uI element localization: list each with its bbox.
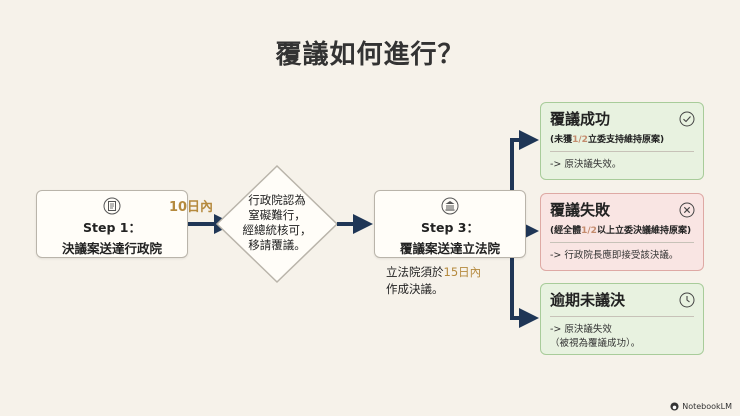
note-prefix: 立法院須於: [386, 265, 444, 279]
government-building-icon: [441, 197, 459, 215]
step3-label: Step 3：: [421, 220, 479, 235]
note-highlight: 15日內: [443, 265, 482, 279]
divider: [550, 151, 694, 152]
page-title: 覆議如何進行？: [275, 40, 465, 70]
outcome-title: 覆議成功: [550, 110, 611, 128]
outcome-subtitle: (未獲1/2立委支持維持原案): [550, 135, 665, 145]
step3-box: Step 3： 覆議案送達立法院: [374, 190, 526, 258]
outcome-body: -> 行政院長應即接受該決議。: [550, 250, 679, 261]
note-suffix: 作成決議。: [386, 282, 444, 296]
divider: [550, 242, 694, 243]
days-label: 10日內: [168, 200, 214, 215]
step1-box: Step 1： 決議案送達行政院: [36, 190, 188, 258]
step3-text: 覆議案送達立法院: [399, 241, 500, 256]
brand-logo: NotebookLM: [670, 402, 732, 411]
document-icon: [103, 197, 121, 215]
diamond-line: 窒礙難行，: [248, 208, 306, 222]
outcome-body: -> 原決議失效。: [550, 159, 622, 170]
x-circle-icon: [679, 202, 695, 218]
clock-icon: [679, 292, 695, 308]
step1-label: Step 1：: [83, 220, 141, 235]
outcome-card-success: 覆議成功 (未獲1/2立委支持維持原案) -> 原決議失效。: [540, 102, 704, 180]
diamond-line: 行政院認為: [248, 193, 306, 207]
check-circle-icon: [679, 111, 695, 127]
outcome-card-fail: 覆議失敗 (經全體1/2以上立委決議維持原案) -> 行政院長應即接受該決議。: [540, 193, 704, 271]
step3-note: 立法院須於15日內 作成決議。: [386, 264, 526, 298]
step1-text: 決議案送達行政院: [61, 241, 162, 256]
divider: [550, 316, 694, 317]
brand-name: NotebookLM: [682, 402, 732, 411]
outcome-title: 覆議失敗: [550, 201, 611, 219]
diamond-line: 經總統核可，: [242, 223, 312, 237]
outcome-body: -> 原決議失效 （被視為覆議成功）。: [550, 324, 641, 349]
outcome-card-overdue: 逾期未議決 -> 原決議失效 （被視為覆議成功）。: [540, 283, 704, 355]
notebooklm-icon: [670, 402, 679, 411]
outcome-subtitle: (經全體1/2以上立委決議維持原案): [550, 226, 692, 236]
decision-diamond: [215, 164, 339, 284]
outcome-title: 逾期未議決: [550, 291, 626, 309]
diamond-text: 行政院認為 窒礙難行， 經總統核可， 移請覆議。: [236, 193, 318, 253]
diamond-line: 移請覆議。: [248, 238, 306, 252]
